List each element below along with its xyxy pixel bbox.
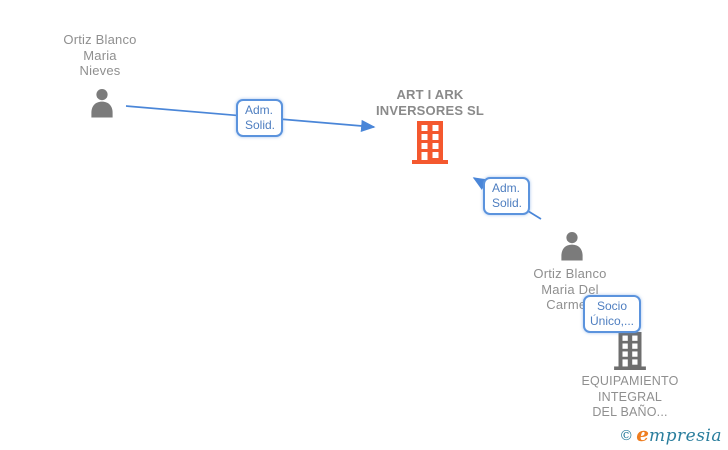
person1-name-line3: Nieves (79, 63, 121, 78)
node-label-company2[interactable]: EQUIPAMIENTO INTEGRAL DEL BAÑO... (555, 374, 705, 421)
company2-name-line2: INTEGRAL (597, 389, 663, 404)
edge3-label-line2: Único,... (590, 314, 635, 328)
main-company-name-line1: ART I ARK (396, 87, 464, 102)
person-icon[interactable] (87, 87, 117, 119)
company2-name-line3: DEL BAÑO... (592, 405, 668, 419)
edge-label-adm-solid-1[interactable]: Adm. Solid. (236, 99, 284, 137)
edge1-label-line2: Solid. (245, 118, 276, 132)
main-company-name-line2: INVERSORES SL (375, 102, 485, 118)
person1-name-line2: Maria (83, 47, 117, 63)
logo-brand-initial: e (636, 422, 649, 446)
edge-label-socio-unico[interactable]: Socio Único,... (583, 295, 642, 333)
person-icon[interactable] (557, 230, 587, 262)
edge1-label-line1: Adm. (245, 103, 274, 117)
copyright-icon: © (619, 428, 634, 444)
node-label-person2[interactable]: Ortiz Blanco Maria Del Carmen (500, 266, 640, 313)
edge3-label-line1: Socio (596, 299, 628, 313)
person1-name-line1: Ortiz Blanco (63, 32, 137, 47)
person2-name-line1: Ortiz Blanco (533, 266, 607, 281)
person2-name-line3: Carmen (546, 297, 594, 312)
node-label-main-company[interactable]: ART I ARK INVERSORES SL (340, 87, 520, 118)
logo-brand-text: mpresia (649, 426, 722, 446)
company2-name-line1: EQUIPAMIENTO (581, 374, 679, 388)
building-icon-main[interactable] (411, 121, 449, 164)
empresia-logo[interactable]: ©empresia (619, 422, 722, 446)
edge-label-adm-solid-2[interactable]: Adm. Solid. (483, 177, 531, 215)
person2-name-line2: Maria Del (541, 281, 599, 297)
building-icon-secondary[interactable] (612, 332, 648, 370)
edge2-label-line1: Adm. (492, 181, 521, 195)
edge2-label-line2: Solid. (492, 196, 523, 210)
node-label-person1[interactable]: Ortiz Blanco Maria Nieves (30, 32, 170, 79)
